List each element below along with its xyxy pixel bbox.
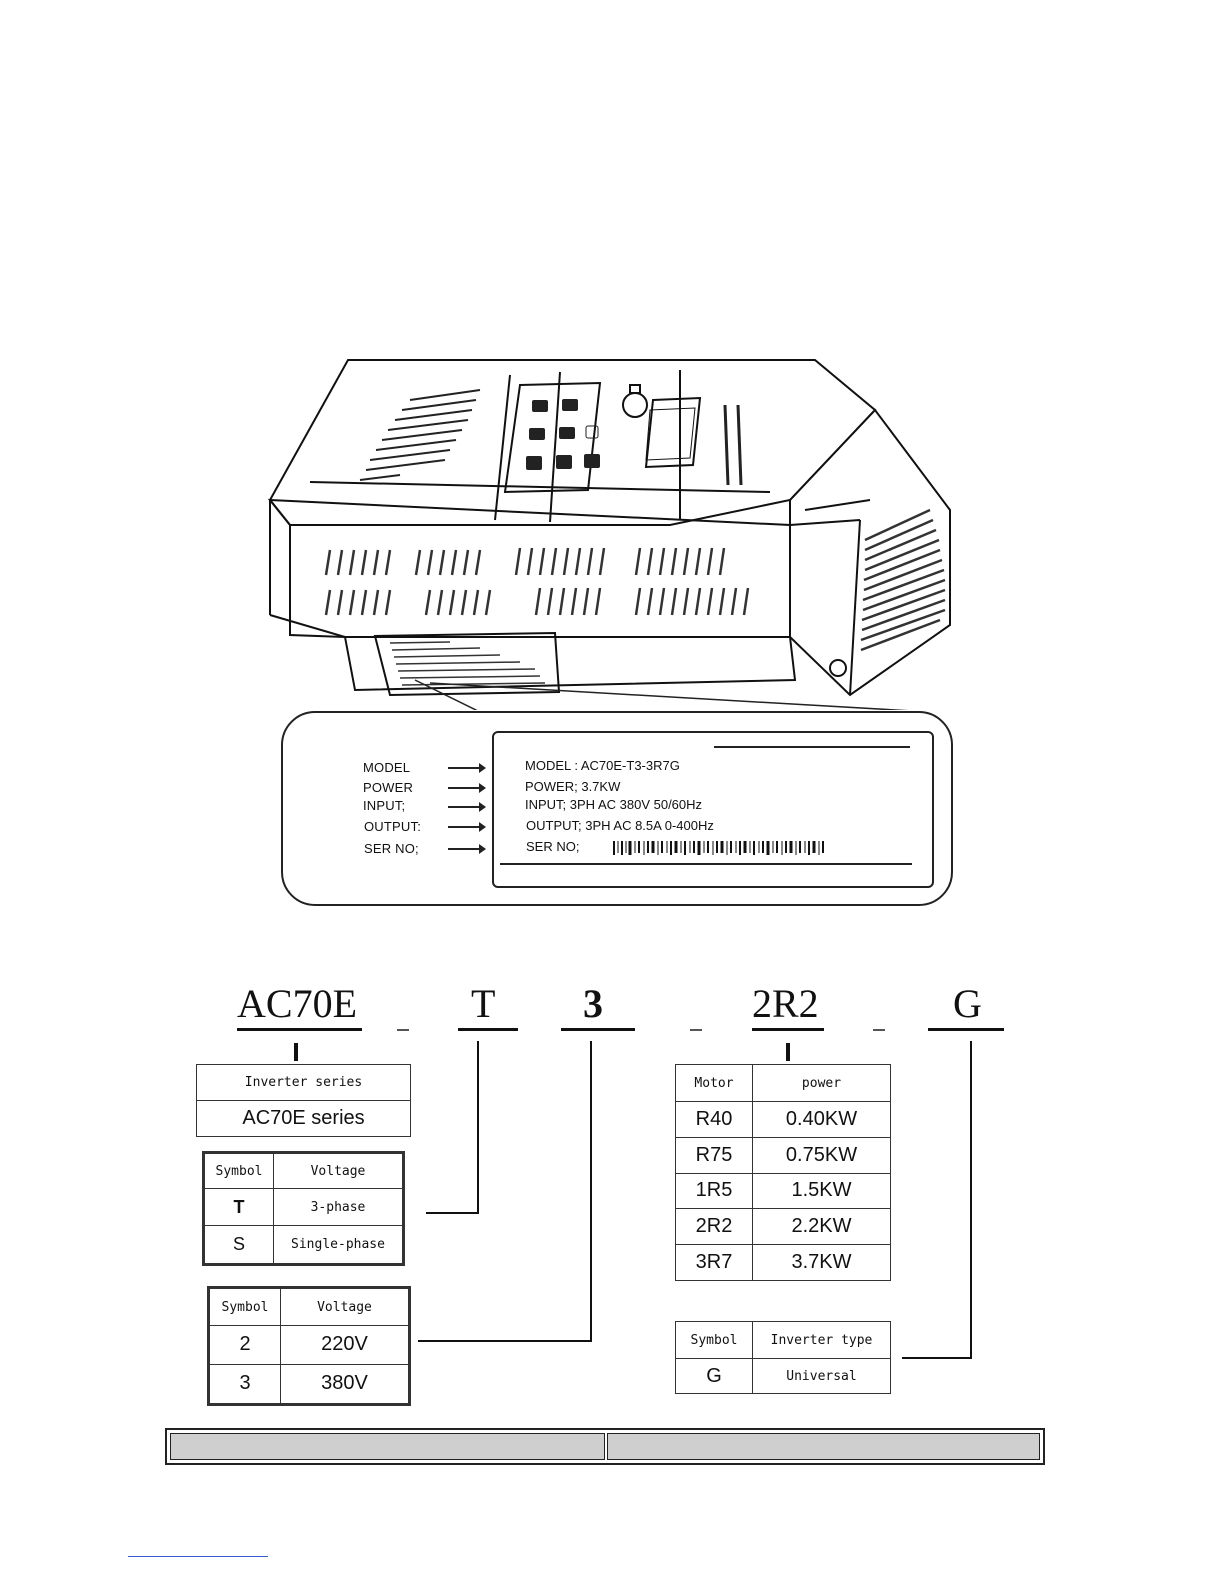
bottom-bar <box>165 1428 1045 1465</box>
plate-rule-bottom <box>500 863 912 865</box>
connector-line <box>477 1041 479 1213</box>
label-model: MODEL <box>363 760 411 775</box>
series-table: Inverter series AC70E series <box>196 1064 411 1137</box>
voltage-header-voltage: Voltage <box>280 1287 410 1326</box>
series-value: AC70E series <box>196 1100 411 1137</box>
code-power: 2R2 <box>752 981 819 1026</box>
voltage-header-symbol: Symbol <box>208 1287 281 1326</box>
label-ser-no: SER NO; <box>364 841 419 856</box>
code-separator <box>690 1029 702 1031</box>
connector-line <box>786 1043 790 1061</box>
label-input: INPUT; <box>363 798 406 813</box>
code-underline <box>458 1028 518 1031</box>
code-separator <box>397 1029 409 1031</box>
code-type: G <box>953 981 982 1026</box>
power-header-power: power <box>752 1064 891 1102</box>
voltage-value: 380V <box>280 1363 410 1406</box>
code-underline <box>928 1028 1004 1031</box>
arrow-icon <box>448 763 486 773</box>
power-header-motor: Motor <box>675 1064 753 1102</box>
connector-line <box>426 1212 479 1214</box>
phase-symbol: S <box>203 1225 274 1265</box>
power-value: 0.40KW <box>752 1101 891 1138</box>
arrow-icon <box>448 802 486 812</box>
power-code: 1R5 <box>675 1172 753 1210</box>
power-value: 3.7KW <box>752 1244 891 1281</box>
connector-line <box>970 1041 972 1359</box>
nameplate: MODEL : AC70E-T3-3R7G POWER; 3.7KW INPUT… <box>492 731 934 888</box>
label-output: OUTPUT: <box>364 819 422 834</box>
code-separator <box>873 1029 885 1031</box>
arrow-icon <box>448 822 486 832</box>
connector-line <box>418 1340 592 1342</box>
plate-power: POWER; 3.7KW <box>525 779 621 794</box>
code-phase: T <box>471 981 496 1026</box>
type-desc: Universal <box>752 1358 891 1394</box>
voltage-value: 220V <box>280 1325 410 1365</box>
voltage-symbol: 2 <box>208 1325 281 1365</box>
power-table: Motor power R40 0.40KW R75 0.75KW 1R5 1.… <box>675 1064 891 1281</box>
code-underline <box>237 1028 362 1031</box>
series-header: Inverter series <box>196 1064 411 1101</box>
type-header-type: Inverter type <box>752 1321 891 1359</box>
code-underline <box>561 1028 635 1031</box>
plate-ser-no: SER NO; <box>526 839 580 854</box>
plate-model: MODEL : AC70E-T3-3R7G <box>525 758 680 773</box>
power-value: 1.5KW <box>752 1172 891 1210</box>
code-series: AC70E <box>237 981 357 1026</box>
plate-rule-top <box>714 746 910 748</box>
phase-header-symbol: Symbol <box>203 1152 274 1189</box>
power-code: R75 <box>675 1136 753 1174</box>
phase-desc: Single-phase <box>273 1225 404 1265</box>
power-value: 0.75KW <box>752 1136 891 1174</box>
power-code: R40 <box>675 1101 753 1138</box>
code-underline <box>752 1028 824 1031</box>
footer-rule <box>128 1556 268 1557</box>
connector-line <box>902 1357 972 1359</box>
connector-line <box>590 1041 592 1342</box>
plate-output: OUTPUT; 3PH AC 8.5A 0-400Hz <box>526 818 714 833</box>
power-code: 3R7 <box>675 1244 753 1281</box>
phase-header-voltage: Voltage <box>273 1152 404 1189</box>
type-table: Symbol Inverter type G Universal <box>675 1321 891 1394</box>
barcode-icon <box>613 841 824 855</box>
voltage-table: Symbol Voltage 2 220V 3 380V <box>207 1286 411 1406</box>
type-symbol: G <box>675 1358 753 1394</box>
code-voltage: 3 <box>583 981 603 1026</box>
power-code: 2R2 <box>675 1208 753 1246</box>
bottom-bar-cell-right <box>607 1433 1040 1460</box>
label-power: POWER <box>363 780 414 795</box>
phase-symbol: T <box>203 1187 274 1227</box>
phase-table: Symbol Voltage T 3-phase S Single-phase <box>202 1151 405 1266</box>
voltage-symbol: 3 <box>208 1363 281 1406</box>
power-value: 2.2KW <box>752 1208 891 1246</box>
inverter-illustration <box>267 359 951 710</box>
connector-line <box>294 1043 298 1061</box>
plate-input: INPUT; 3PH AC 380V 50/60Hz <box>525 797 703 812</box>
arrow-icon <box>448 783 486 793</box>
bottom-bar-cell-left <box>170 1433 605 1460</box>
type-header-symbol: Symbol <box>675 1321 753 1359</box>
phase-desc: 3-phase <box>273 1187 404 1227</box>
arrow-icon <box>448 844 486 854</box>
